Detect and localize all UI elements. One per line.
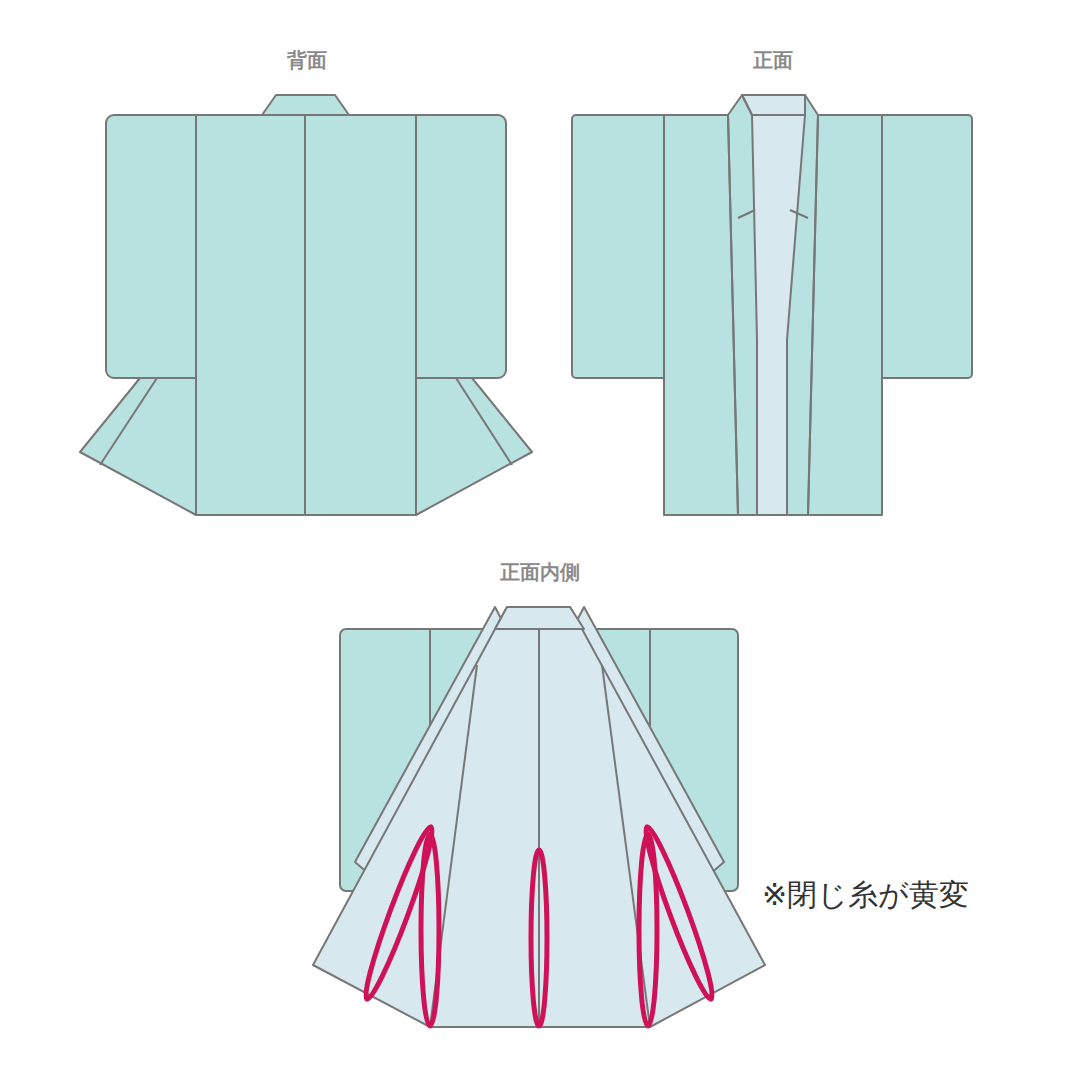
view-heading: 背面: [287, 47, 327, 74]
thread-marks: [358, 824, 719, 1026]
view-heading: 正面: [753, 47, 793, 74]
view-heading: 正面内側: [500, 559, 580, 586]
note-text: ※閉じ糸が黄変: [762, 875, 969, 916]
